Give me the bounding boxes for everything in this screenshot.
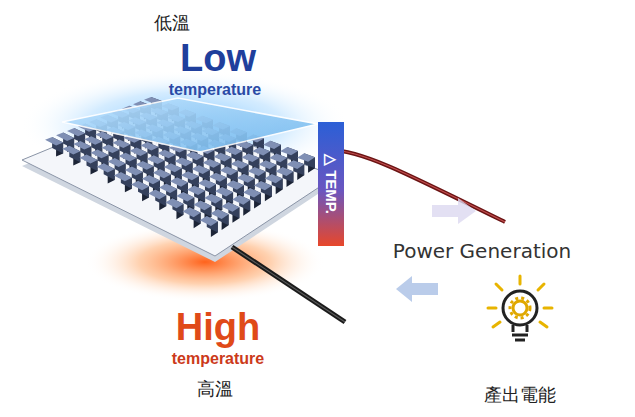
flow-arrow	[432, 198, 476, 224]
low-subheading: temperature	[169, 81, 261, 99]
low-heading: Low	[180, 38, 256, 80]
temperature-gradient-bar: △ TEMP.	[318, 122, 344, 246]
flow-arrow	[396, 276, 438, 302]
semiconductor-leg	[148, 190, 166, 211]
delta-temp-label: △ TEMP.	[322, 154, 340, 214]
semiconductor-leg	[200, 216, 218, 237]
power-generation-label: Power Generation	[393, 240, 571, 262]
semiconductor-leg	[62, 146, 80, 166]
high-subheading: temperature	[172, 350, 264, 368]
cold-label-zh: 低溫	[154, 14, 190, 34]
red-wire-highlight	[330, 150, 505, 222]
semiconductor-leg	[183, 207, 201, 228]
semiconductor-leg	[131, 181, 149, 201]
semiconductor-leg	[97, 163, 115, 183]
red-wire	[330, 150, 505, 222]
semiconductor-leg	[165, 198, 183, 219]
electric-output-label-zh: 產出電能	[484, 386, 556, 406]
hot-label-zh: 高溫	[197, 380, 233, 400]
semiconductor-leg	[79, 155, 97, 175]
semiconductor-leg	[114, 172, 132, 192]
high-heading: High	[176, 307, 260, 349]
top-plate	[62, 98, 318, 152]
thermoelectric-module	[22, 97, 336, 262]
light-bulb-icon	[488, 276, 552, 340]
semiconductor-leg	[45, 137, 63, 157]
